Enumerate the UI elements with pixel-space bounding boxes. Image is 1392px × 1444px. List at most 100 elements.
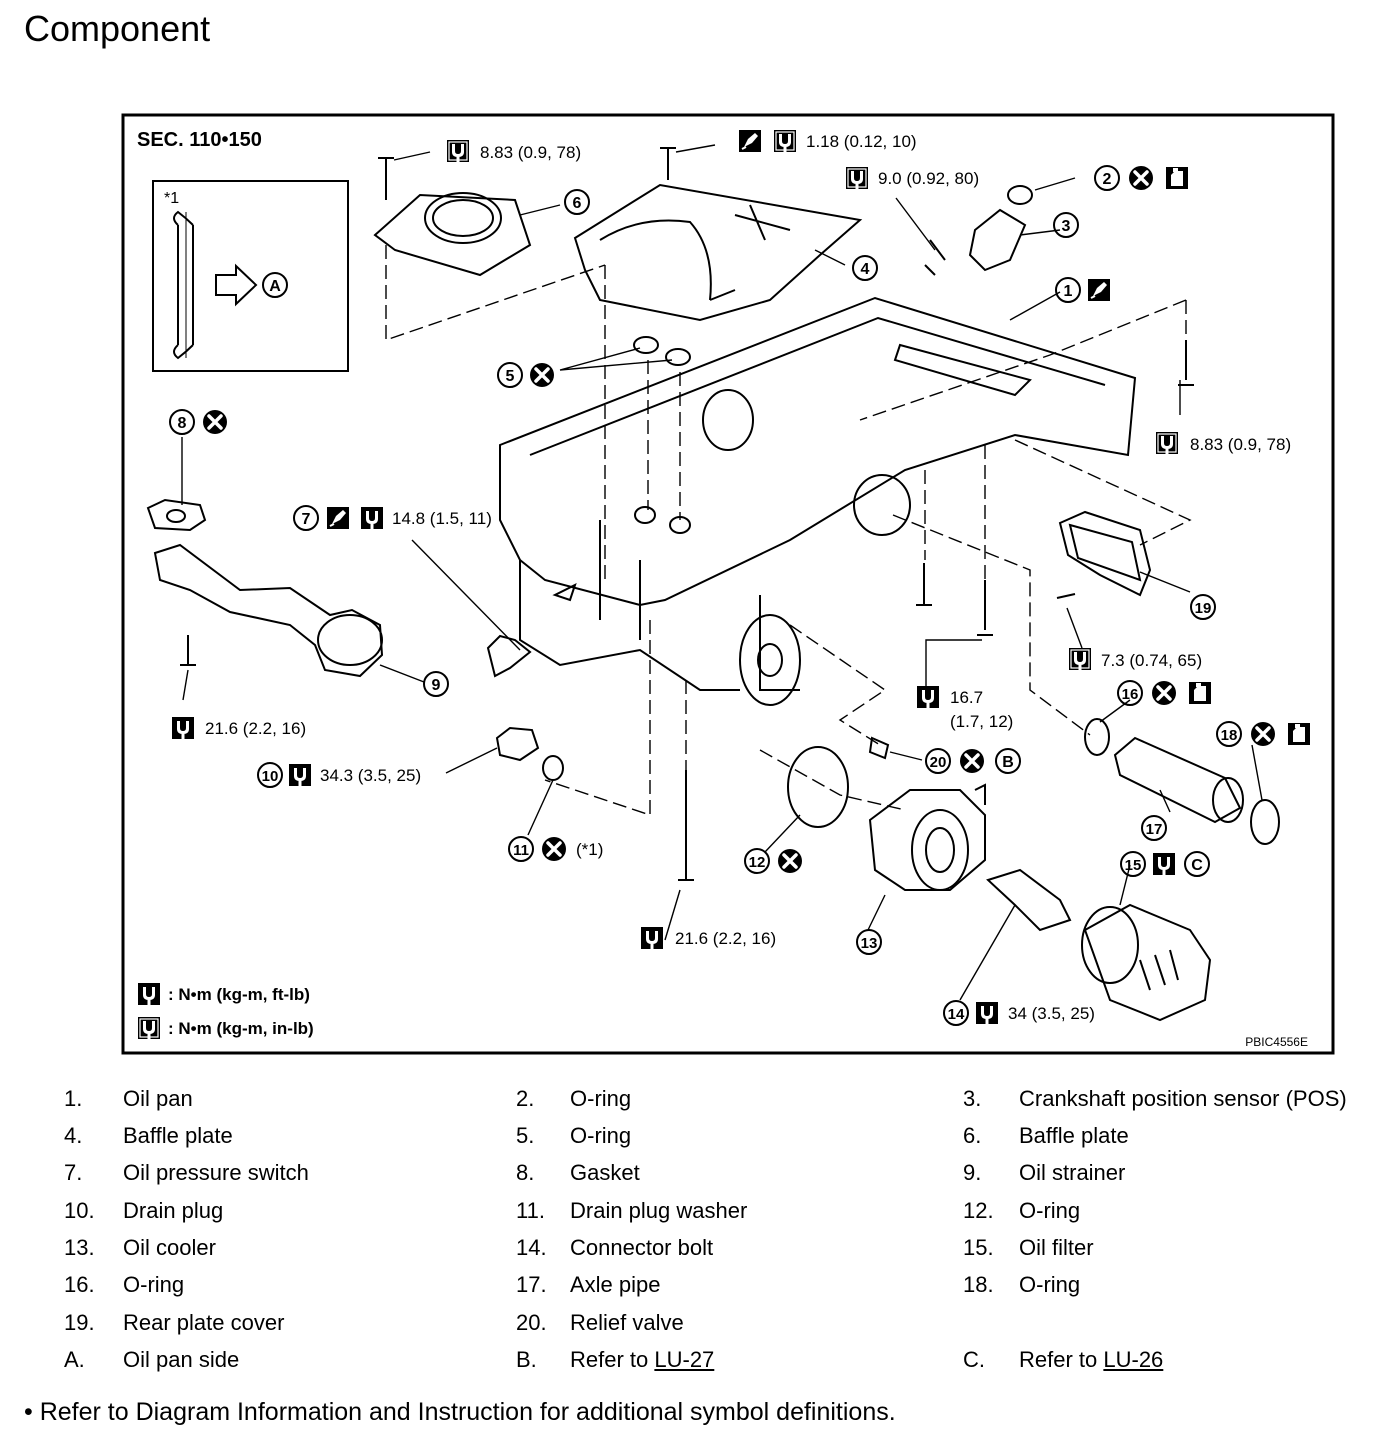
callout-19: 19 [1190, 594, 1216, 620]
svg-text:8.83 (0.9, 78): 8.83 (0.9, 78) [480, 143, 581, 162]
svg-text:(1.7, 12): (1.7, 12) [950, 712, 1013, 731]
callout-9: 9 [423, 671, 449, 697]
svg-text:7: 7 [302, 511, 311, 528]
unit-legend: : N•m (kg-m, ft-lb) : N•m (kg-m, in-lb) [137, 983, 314, 1040]
svg-text:14.8 (1.5, 11): 14.8 (1.5, 11) [392, 509, 492, 528]
callout-17: 17 [1141, 815, 1167, 841]
inset-ref-label: A [269, 278, 281, 295]
callout-18: 18 [1216, 720, 1310, 748]
svg-text:2: 2 [1103, 171, 1112, 188]
legend-label: Refer to LU-27 [570, 1347, 715, 1372]
svg-text:B: B [1002, 754, 1014, 771]
callout-13: 13 [856, 929, 882, 955]
svg-text:5: 5 [506, 368, 515, 385]
legend-label: Crankshaft position sensor (POS) [1019, 1086, 1347, 1111]
engine-oil-icon [1189, 682, 1211, 704]
torque-label-pan-rear: 8.83 (0.9, 78) [1155, 431, 1291, 455]
torque-label-strainer: 21.6 (2.2, 16) [172, 717, 306, 739]
sealant-icon [738, 129, 762, 153]
legend-label: Axle pipe [570, 1272, 661, 1297]
legend-label: Gasket [570, 1160, 640, 1185]
do-not-reuse-icon [528, 361, 556, 389]
legend-label: O-ring [570, 1123, 632, 1148]
legend-label: O-ring [1019, 1198, 1081, 1223]
do-not-reuse-icon [1249, 720, 1277, 748]
dashed-guide-lines [385, 245, 1192, 816]
svg-text:4: 4 [861, 261, 870, 278]
do-not-reuse-icon [540, 835, 568, 863]
svg-text:(*1): (*1) [576, 840, 603, 859]
svg-text:8: 8 [178, 415, 187, 432]
svg-text:1: 1 [1064, 283, 1073, 300]
torque-wrench-inlb-icon [1068, 647, 1092, 671]
svg-text:: N•m (kg-m, in-lb): : N•m (kg-m, in-lb) [168, 1019, 314, 1038]
svg-text:10: 10 [262, 768, 279, 785]
callout-12: 12 [744, 847, 804, 875]
callout-8: 8 [169, 408, 229, 436]
callout-3: 3 [1053, 212, 1079, 238]
torque-label-pan-bolts: 16.7 (1.7, 12) [917, 686, 1013, 731]
torque-wrench-ftlb-icon [289, 764, 311, 786]
legend-label: O-ring [1019, 1272, 1081, 1297]
line-art [146, 147, 1280, 1022]
ref-link-lu26[interactable]: LU-26 [1103, 1347, 1164, 1372]
svg-text:11: 11 [513, 842, 529, 859]
callout-6: 6 [564, 189, 590, 215]
exploded-diagram: SEC. 110•150 *1 A [121, 113, 1335, 1055]
legend-label: Oil cooler [123, 1235, 216, 1260]
do-not-reuse-icon [958, 747, 986, 775]
svg-text:20: 20 [930, 754, 947, 771]
leader-lines [181, 144, 1263, 1001]
legend-label: Oil pan [123, 1086, 193, 1111]
svg-text:12: 12 [749, 854, 766, 871]
torque-wrench-inlb-icon [845, 166, 869, 190]
callout-7: 7 14.8 (1.5, 11) [293, 505, 492, 531]
do-not-reuse-icon [776, 847, 804, 875]
svg-text:21.6 (2.2, 16): 21.6 (2.2, 16) [675, 929, 776, 948]
legend-label: O-ring [123, 1272, 185, 1297]
ref-link-lu27[interactable]: LU-27 [654, 1347, 715, 1372]
callout-2: 2 [1094, 164, 1188, 192]
torque-wrench-inlb-icon [446, 139, 470, 163]
torque-wrench-ftlb-icon [172, 717, 194, 739]
callout-15: 15 C [1120, 851, 1210, 877]
torque-label-baffle4: 1.18 (0.12, 10) [738, 129, 917, 153]
legend-row: 13. Oil cooler 14. Connector bolt 15. Oi… [64, 1235, 1094, 1260]
torque-wrench-ftlb-icon [917, 686, 939, 708]
svg-text:14: 14 [948, 1006, 965, 1023]
engine-oil-icon [1288, 723, 1310, 745]
torque-label-rear-cover: 7.3 (0.74, 65) [1068, 647, 1202, 671]
legend-label: Rear plate cover [123, 1310, 285, 1335]
torque-label-sensor: 9.0 (0.92, 80) [845, 166, 979, 190]
do-not-reuse-icon [201, 408, 229, 436]
svg-text:16: 16 [1122, 686, 1139, 703]
callout-10: 10 34.3 (3.5, 25) [257, 762, 421, 788]
torque-label-long-bolt: 21.6 (2.2, 16) [641, 927, 776, 949]
callout-5: 5 [497, 361, 556, 389]
svg-text:C: C [1191, 857, 1203, 874]
svg-text:7.3 (0.74, 65): 7.3 (0.74, 65) [1101, 651, 1202, 670]
sealant-icon [1087, 278, 1111, 302]
torque-wrench-inlb-icon [773, 129, 797, 153]
legend-label: Baffle plate [123, 1123, 233, 1148]
svg-text:8.83 (0.9, 78): 8.83 (0.9, 78) [1190, 435, 1291, 454]
sealant-icon [326, 506, 350, 530]
callout-1: 1 [1055, 277, 1111, 303]
legend-row: 1. Oil pan 2. O-ring 3. Crankshaft posit… [64, 1086, 1347, 1111]
svg-text:21.6 (2.2, 16): 21.6 (2.2, 16) [205, 719, 306, 738]
svg-text:6: 6 [573, 195, 582, 212]
torque-wrench-ftlb-icon [1153, 853, 1175, 875]
svg-text:19: 19 [1195, 600, 1212, 617]
svg-text:9: 9 [432, 677, 441, 694]
legend-label: Oil strainer [1019, 1160, 1126, 1185]
legend-row: 19. Rear plate cover 20. Relief valve [64, 1310, 684, 1335]
svg-text:9.0 (0.92, 80): 9.0 (0.92, 80) [878, 169, 979, 188]
inset-marker: *1 [164, 190, 179, 207]
legend-label: Drain plug [123, 1198, 224, 1223]
legend-row: 16. O-ring 17. Axle pipe 18. O-ring [64, 1272, 1081, 1297]
page-title: Component [24, 8, 211, 49]
svg-text:34 (3.5, 25): 34 (3.5, 25) [1008, 1004, 1095, 1023]
figure-code: PBIC4556E [1245, 1035, 1308, 1049]
legend-label: O-ring [570, 1086, 632, 1111]
svg-text:16.7: 16.7 [950, 688, 983, 707]
